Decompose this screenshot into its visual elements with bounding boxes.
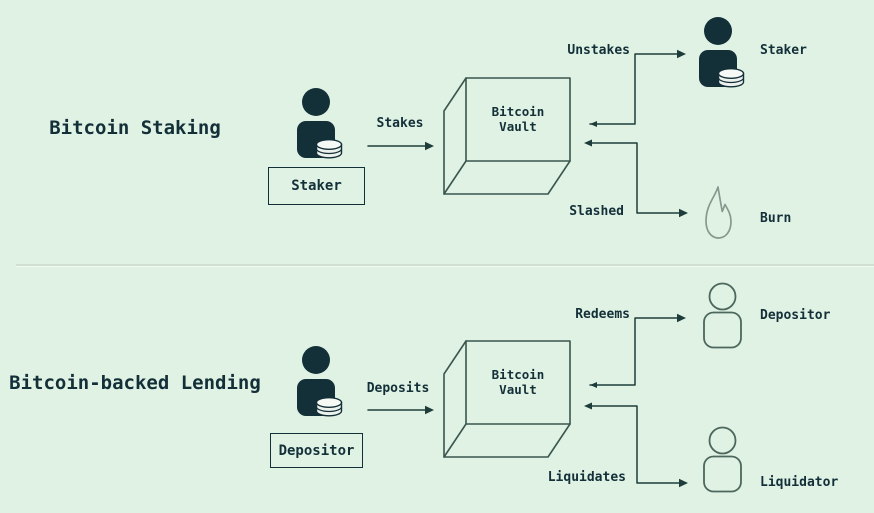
depositor-actor-icon — [296, 345, 343, 417]
deposits-arrow — [367, 405, 434, 415]
unstakes-connector — [589, 49, 686, 127]
liquidates-label: Liquidates — [547, 470, 626, 485]
deposits-label: Deposits — [366, 381, 430, 396]
depositor-target-icon — [703, 282, 742, 349]
depositor-actor-box: Depositor — [270, 433, 363, 468]
stakes-arrow — [367, 141, 434, 151]
section-bitcoin-staking: Bitcoin Staking Stakes Staker Bitcoin Va… — [49, 16, 807, 239]
vault-label-line2: Vault — [499, 119, 537, 134]
staker-actor-box-label: Staker — [291, 178, 342, 194]
vault-label2-line1: Bitcoin — [491, 367, 545, 382]
liquidator-icon — [703, 426, 742, 493]
slashed-connector — [584, 139, 688, 218]
unstakes-label: Unstakes — [567, 43, 630, 58]
redeems-connector — [589, 313, 686, 388]
staker-target-icon — [698, 16, 745, 88]
section-divider — [16, 264, 874, 267]
section-title-staking: Bitcoin Staking — [49, 117, 221, 139]
liquidator-label: Liquidator — [760, 475, 839, 490]
stakes-label: Stakes — [376, 116, 424, 131]
lending-graphics — [296, 282, 742, 493]
bitcoin-vault-cube — [443, 77, 571, 195]
slashed-label: Slashed — [569, 204, 624, 219]
vault-label-lending: Bitcoin Vault — [466, 367, 570, 397]
depositor-target-label: Depositor — [760, 308, 831, 323]
burn-label: Burn — [760, 211, 792, 226]
staker-actor-icon — [296, 87, 343, 159]
vault-label-line1: Bitcoin — [491, 104, 545, 119]
vault-label-staking: Bitcoin Vault — [466, 104, 570, 134]
section-bitcoin-backed-lending: Bitcoin-backed Lending Deposits Deposito… — [0, 266, 874, 513]
vault-label2-line2: Vault — [499, 382, 537, 397]
staking-graphics — [296, 16, 745, 239]
staker-actor-box: Staker — [268, 167, 365, 205]
liquidates-connector — [584, 402, 688, 488]
section-title-lending: Bitcoin-backed Lending — [9, 372, 261, 394]
burn-flame-icon — [705, 186, 732, 239]
bitcoin-vault-cube-2 — [443, 340, 571, 458]
redeems-label: Redeems — [575, 307, 630, 322]
staker-target-label: Staker — [760, 43, 807, 58]
depositor-actor-box-label: Depositor — [278, 442, 355, 459]
